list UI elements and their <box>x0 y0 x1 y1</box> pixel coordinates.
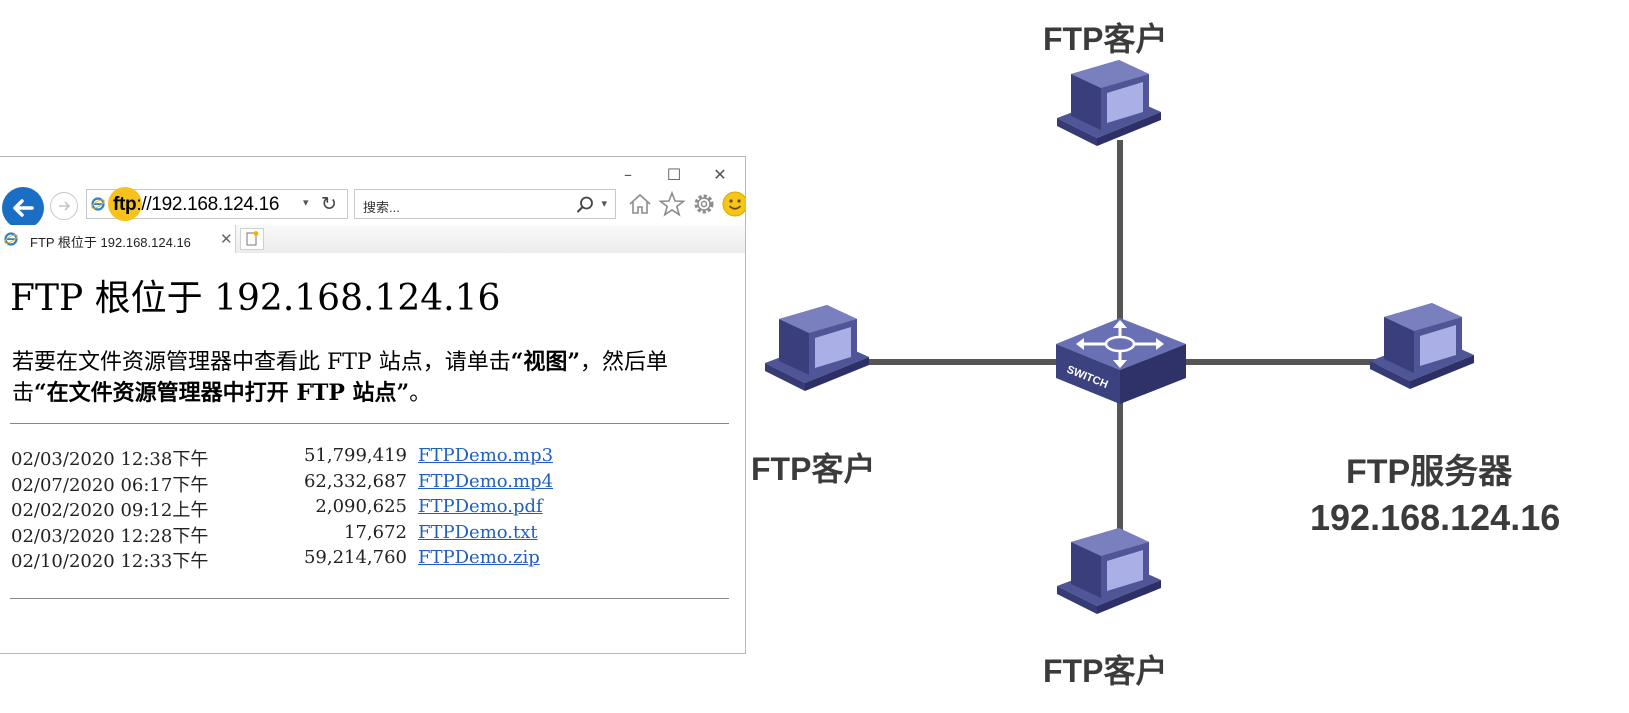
client-bottom-label: FTP客户 <box>1043 653 1168 689</box>
ie-logo-icon <box>4 232 18 246</box>
file-link[interactable]: FTPDemo.mp3 <box>418 445 554 466</box>
forward-button[interactable] <box>50 192 78 220</box>
file-date: 02/03/2020 12:38下午 <box>11 449 209 470</box>
address-url[interactable]: ftp://192.168.124.16 <box>113 194 280 215</box>
new-tab-icon <box>246 231 259 246</box>
forward-arrow-icon <box>59 201 71 211</box>
client-left-label: FTP客户 <box>751 451 876 487</box>
home-icon[interactable] <box>626 190 654 218</box>
search-icon[interactable] <box>575 195 595 215</box>
computer-icon <box>765 305 869 391</box>
back-arrow-icon <box>13 199 34 217</box>
file-size: 17,672 <box>344 521 407 543</box>
maximize-button[interactable]: ☐ <box>666 164 682 184</box>
client-top-label: FTP客户 <box>1043 21 1168 57</box>
search-dropdown-icon[interactable]: ▾ <box>601 198 607 210</box>
computer-icon <box>1057 528 1161 614</box>
window-controls: – ☐ ✕ <box>617 164 731 184</box>
favorites-star-icon[interactable] <box>658 190 686 218</box>
divider <box>10 598 729 599</box>
file-date: 02/02/2020 09:12上午 <box>11 500 209 522</box>
diagram-canvas: SWITCH <box>765 60 1474 614</box>
smiley-feedback-icon[interactable] <box>721 190 746 218</box>
file-link[interactable]: FTPDemo.zip <box>418 547 540 569</box>
address-dropdown-icon[interactable]: ▾ <box>303 197 309 209</box>
server-label: FTP服务器 <box>1346 453 1513 491</box>
tab-title: FTP 根位于 192.168.124.16 <box>30 235 191 250</box>
file-size: 2,090,625 <box>315 496 407 518</box>
file-link[interactable]: FTPDemo.mp4 <box>418 470 554 492</box>
navigation-bar: ftp://192.168.124.16 ▾ ↻ 搜索... ▾ <box>0 185 746 229</box>
tab-bar: FTP 根位于 192.168.124.16 ✕ <box>0 225 745 253</box>
file-date: 02/03/2020 12:28下午 <box>11 525 209 547</box>
search-input[interactable]: 搜索... <box>363 200 400 215</box>
computer-icon <box>1057 60 1161 146</box>
close-button[interactable]: ✕ <box>713 164 727 184</box>
instruction-text: 若要在文件资源管理器中查看此 FTP 站点，请单击“视图”，然后单击“在文件资源… <box>12 349 669 406</box>
ie-logo-icon <box>91 197 105 211</box>
file-link[interactable]: FTPDemo.pdf <box>418 496 543 518</box>
browser-window: – ☐ ✕ ftp://192.168.124.16 ▾ ↻ <box>0 156 746 654</box>
back-button[interactable] <box>2 187 44 229</box>
page-title: FTP 根位于 192.168.124.16 <box>10 278 501 319</box>
server-ip-label: 192.168.124.16 <box>1310 497 1561 538</box>
file-date: 02/07/2020 06:17下午 <box>11 474 209 496</box>
file-link[interactable]: FTPDemo.txt <box>418 521 538 543</box>
computer-icon <box>1370 303 1474 389</box>
new-tab-button[interactable] <box>240 228 264 250</box>
cursor-highlight <box>108 187 142 221</box>
address-bar[interactable]: ftp://192.168.124.16 ▾ ↻ <box>86 187 348 221</box>
file-size: 59,214,760 <box>303 547 407 569</box>
refresh-icon[interactable]: ↻ <box>321 193 337 215</box>
network-switch-icon: SWITCH <box>1056 318 1186 404</box>
file-size: 62,332,687 <box>303 470 407 492</box>
page-content: FTP 根位于 192.168.124.16 若要在文件资源管理器中查看此 FT… <box>0 253 745 653</box>
file-date: 02/10/2020 12:33下午 <box>11 551 209 573</box>
search-box[interactable]: 搜索... ▾ <box>354 189 616 219</box>
instruction-view: “视图” <box>510 349 581 375</box>
minimize-button[interactable]: – <box>624 164 632 184</box>
settings-gear-icon[interactable] <box>690 190 718 218</box>
network-diagram: SWITCH FTP客户 FTP客户 FTP客户 FTP服务器 192.168.… <box>750 0 1629 713</box>
file-size: 51,799,419 <box>303 445 407 466</box>
tab-close-button[interactable]: ✕ <box>220 230 233 248</box>
tab-ftp-root[interactable]: FTP 根位于 192.168.124.16 ✕ <box>0 225 236 253</box>
divider <box>10 423 729 424</box>
instruction-open-in-explorer: “在文件资源管理器中打开 FTP 站点” <box>34 380 410 406</box>
